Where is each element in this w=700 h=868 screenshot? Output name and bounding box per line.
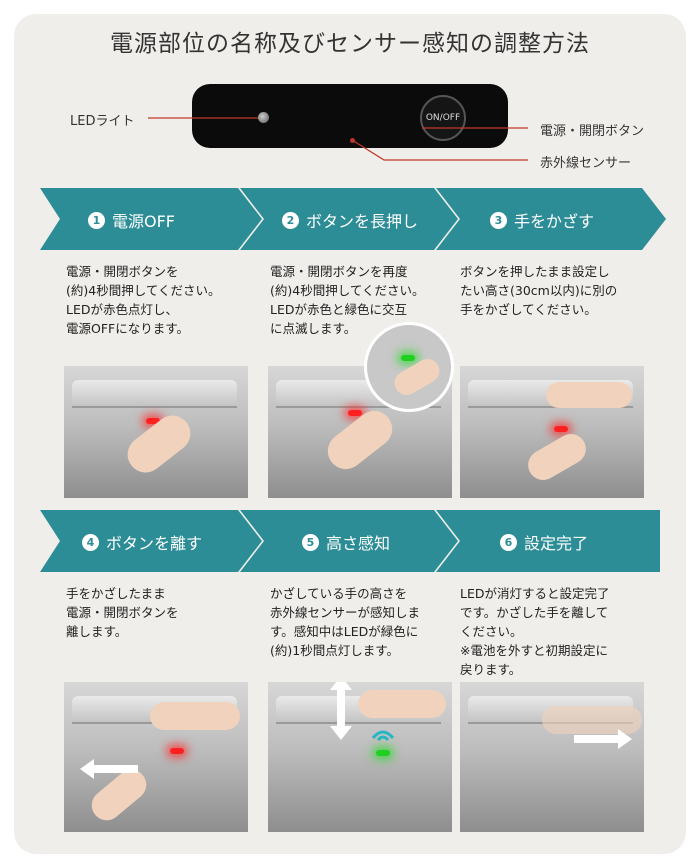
step-number-1: 1 bbox=[88, 211, 105, 229]
desc-line: 電源・開閉ボタンを bbox=[66, 264, 179, 279]
red-led-glow bbox=[348, 410, 362, 416]
step-title-2: ボタンを長押し bbox=[306, 212, 419, 231]
desc-line: ボタンを押したまま設定し bbox=[460, 264, 610, 279]
desc-line: LEDが赤色点灯し、 bbox=[66, 302, 178, 317]
bin-lid bbox=[72, 380, 237, 408]
step-title-1: 電源OFF bbox=[112, 212, 176, 231]
step-1-header: 1 電源OFF bbox=[88, 208, 175, 232]
hand-image bbox=[546, 382, 632, 408]
led-label: LEDライト bbox=[70, 114, 135, 129]
step-title-6: 設定完了 bbox=[524, 534, 589, 553]
desc-line: 手をかざしたまま bbox=[66, 586, 166, 601]
desc-line: です。かざした手を離して bbox=[460, 605, 609, 620]
control-panel: ON/OFF bbox=[192, 84, 508, 148]
step-6-photo bbox=[460, 682, 644, 832]
hand-image bbox=[358, 690, 446, 718]
step-3-photo bbox=[460, 366, 644, 498]
step-1-photo bbox=[64, 366, 248, 498]
zoom-circle bbox=[364, 322, 454, 412]
red-led-glow bbox=[146, 418, 160, 424]
green-led-glow bbox=[401, 355, 415, 361]
page-title: 電源部位の名称及びセンサー感知の調整方法 bbox=[110, 31, 590, 57]
desc-line: 電源・開閉ボタンを bbox=[66, 605, 179, 620]
step-6-description: LEDが消灯すると設定完了 です。かざした手を離して ください。 ※電池を外すと… bbox=[460, 584, 648, 679]
desc-line: ※電池を外すと初期設定に bbox=[460, 643, 608, 658]
step-title-5: 高さ感知 bbox=[326, 534, 391, 553]
desc-line: 手をかざしてください。 bbox=[460, 302, 597, 317]
steps-bar-top bbox=[40, 188, 666, 250]
step-5-header: 5 高さ感知 bbox=[302, 530, 390, 554]
desc-line: (約)4秒間押してください。 bbox=[270, 283, 425, 298]
desc-line: 赤外線センサーが感知しま bbox=[270, 605, 421, 620]
hand-image bbox=[390, 354, 444, 400]
up-down-arrow-icon bbox=[330, 682, 352, 740]
steps-bar-bottom bbox=[40, 510, 660, 572]
step-title-3: 手をかざす bbox=[514, 212, 595, 231]
desc-line: LEDが赤色と緑色に交互 bbox=[270, 302, 407, 317]
desc-line: かざしている手の高さを bbox=[270, 586, 408, 601]
sensor-label: 赤外線センサー bbox=[540, 156, 632, 171]
step-2-description: 電源・開閉ボタンを再度 (約)4秒間押してください。 LEDが赤色と緑色に交互 … bbox=[270, 262, 458, 338]
desc-line: ください。 bbox=[460, 624, 523, 639]
red-led-glow bbox=[554, 426, 568, 432]
desc-line: (約)1秒間点灯します。 bbox=[270, 643, 399, 658]
step-2-header: 2 ボタンを長押し bbox=[282, 208, 418, 232]
desc-line: LEDが消灯すると設定完了 bbox=[460, 586, 610, 601]
power-button[interactable]: ON/OFF bbox=[420, 95, 466, 141]
desc-line: に点滅します。 bbox=[270, 321, 357, 336]
step-4-description: 手をかざしたまま 電源・開閉ボタンを 離します。 bbox=[66, 584, 254, 641]
step-number-5: 5 bbox=[302, 533, 319, 551]
power-label: 電源・開閉ボタン bbox=[540, 124, 645, 139]
desc-line: 電源OFFになります。 bbox=[66, 321, 189, 336]
green-led-glow bbox=[376, 750, 390, 756]
step-number-2: 2 bbox=[282, 211, 299, 229]
step-4-photo bbox=[64, 682, 248, 832]
step-4-header: 4 ボタンを離す bbox=[82, 530, 202, 554]
led-light bbox=[258, 112, 269, 123]
step-number-3: 3 bbox=[490, 211, 507, 229]
hand-image bbox=[522, 428, 592, 486]
desc-line: たい高さ(30cm以内)に別の bbox=[460, 283, 618, 298]
desc-line: す。感知中はLEDが緑色に bbox=[270, 624, 419, 639]
step-5-description: かざしている手の高さを 赤外線センサーが感知しま す。感知中はLEDが緑色に (… bbox=[270, 584, 458, 660]
red-led-glow bbox=[170, 748, 184, 754]
step-number-4: 4 bbox=[82, 533, 99, 551]
right-arrow-icon bbox=[574, 729, 632, 749]
left-arrow-icon bbox=[80, 759, 138, 779]
step-6-header: 6 設定完了 bbox=[500, 530, 588, 554]
step-1-description: 電源・開閉ボタンを (約)4秒間押してください。 LEDが赤色点灯し、 電源OF… bbox=[66, 262, 254, 338]
desc-line: 離します。 bbox=[66, 624, 128, 639]
step-number-6: 6 bbox=[500, 533, 517, 551]
step-3-header: 3 手をかざす bbox=[490, 208, 594, 232]
desc-line: 戻ります。 bbox=[460, 662, 522, 677]
desc-line: (約)4秒間押してください。 bbox=[66, 283, 221, 298]
sensor-wave-icon bbox=[371, 730, 395, 742]
desc-line: 電源・開閉ボタンを再度 bbox=[270, 264, 408, 279]
step-5-photo bbox=[268, 682, 452, 832]
callout-lines bbox=[148, 117, 528, 161]
step-title-4: ボタンを離す bbox=[106, 534, 203, 553]
hand-image bbox=[542, 706, 642, 734]
hand-image bbox=[150, 702, 240, 730]
step-3-description: ボタンを押したまま設定し たい高さ(30cm以内)に別の 手をかざしてください。 bbox=[460, 262, 648, 319]
